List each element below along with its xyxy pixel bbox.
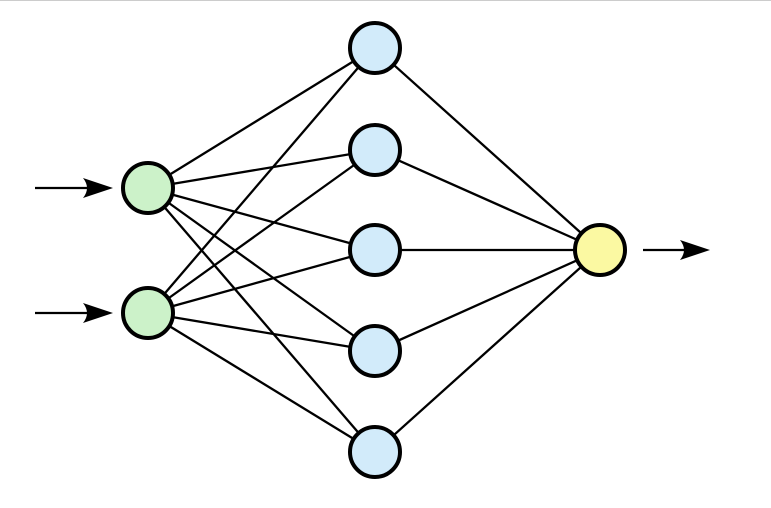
edge-input-to-hidden (147, 312, 376, 453)
hidden-node (348, 123, 402, 177)
output-arrow-head (680, 240, 710, 260)
edge-input-to-hidden (147, 187, 376, 352)
edge-hidden-to-output (374, 248, 601, 353)
top-border-line (0, 0, 771, 1)
input-node (121, 286, 175, 340)
edge-input-to-hidden (147, 149, 376, 314)
hidden-node (348, 324, 402, 378)
edge-input-to-hidden (147, 187, 376, 453)
edge-input-to-hidden (147, 311, 376, 353)
hidden-node (348, 425, 402, 479)
edge-input-to-hidden (147, 248, 376, 315)
edge-hidden-to-output (374, 148, 601, 252)
edge-input-to-hidden (147, 186, 376, 252)
hidden-node (348, 223, 402, 277)
edge-hidden-to-output (374, 249, 601, 453)
edge-input-to-hidden (147, 47, 376, 189)
input-node (121, 161, 175, 215)
edge-input-to-hidden (147, 148, 376, 190)
edge-hidden-to-output (374, 47, 601, 251)
input-arrow-head (83, 303, 113, 323)
hidden-node (348, 21, 402, 75)
output-node (573, 223, 627, 277)
input-arrow-head (83, 178, 113, 198)
edge-input-to-hidden (147, 47, 376, 314)
